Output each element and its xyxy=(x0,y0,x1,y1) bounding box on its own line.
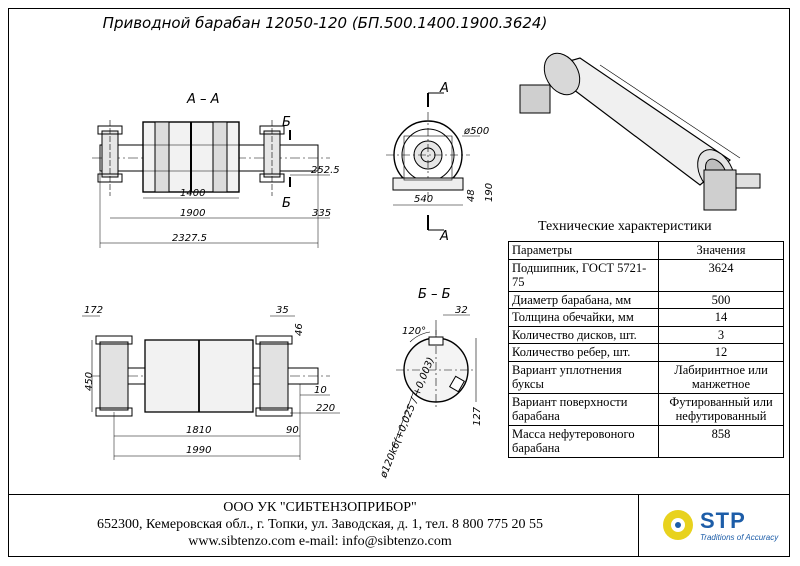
logo-text: STP xyxy=(700,508,746,533)
dim-1810: 1810 xyxy=(186,425,211,436)
section-bb-label: Б – Б xyxy=(418,287,451,302)
dim-190: 190 xyxy=(484,183,495,202)
dim-120-deg: 120° xyxy=(402,326,426,337)
section-aa-view: А – А Б Б 1400 1900 2327.5 335 xyxy=(92,92,340,248)
dim-35: 35 xyxy=(276,305,289,316)
dim-335: 335 xyxy=(312,208,331,219)
specs-table: Параметры Значения Подшипник, ГОСТ 5721-… xyxy=(508,241,784,458)
isometric-view xyxy=(519,52,761,211)
specs-caption: Технические характеристики xyxy=(538,219,712,234)
end-view: А А ø500 540 48 190 xyxy=(386,81,495,244)
spec-value: 12 xyxy=(658,343,784,362)
dim-32: 32 xyxy=(455,305,468,316)
drawing-sheet xyxy=(8,8,790,557)
spec-value: 14 xyxy=(658,308,784,327)
spec-value: 858 xyxy=(658,424,784,458)
company-name: ООО УК "СИБТЕНЗОПРИБОР" xyxy=(223,500,417,515)
spec-value: 500 xyxy=(658,290,784,309)
spec-value: 3 xyxy=(658,325,784,344)
section-a-marker-top: А xyxy=(439,81,449,96)
dim-252: 252.5 xyxy=(311,165,340,176)
spec-value: Лабиринтное или манжетное xyxy=(658,360,784,394)
company-contacts: www.sibtenzo.com e-mail: info@sibtenzo.c… xyxy=(188,534,452,549)
dim-2327: 2327.5 xyxy=(172,233,207,244)
dim-1900: 1900 xyxy=(180,208,205,219)
dim-1990: 1990 xyxy=(186,445,211,456)
footer-divider xyxy=(8,494,790,495)
stp-logo-icon xyxy=(663,510,693,540)
dim-220: 220 xyxy=(316,403,335,414)
section-aa-label: А – А xyxy=(186,92,220,107)
specs-header-value: Значения xyxy=(658,241,784,260)
spec-param: Вариант поверхности барабана xyxy=(508,392,659,426)
specs-header-param: Параметры xyxy=(508,241,659,260)
spec-param: Вариант уплотнения буксы xyxy=(508,360,659,394)
dim-450: 450 xyxy=(84,372,95,391)
spec-param: Диаметр барабана, мм xyxy=(508,290,659,309)
company-address: 652300, Кемеровская обл., г. Топки, ул. … xyxy=(96,517,544,532)
section-b-marker-top: Б xyxy=(282,115,291,130)
spec-param: Количество дисков, шт. xyxy=(508,325,659,344)
dim-540: 540 xyxy=(414,194,433,205)
dim-127: 127 xyxy=(472,406,483,426)
spec-param: Подшипник, ГОСТ 5721-75 xyxy=(508,258,659,292)
spec-param: Толщина обечайки, мм xyxy=(508,308,659,327)
section-bb-view: Б – Б 32 120° 127 ø120k6(+0,025 / +0,003… xyxy=(378,287,483,480)
spec-param: Количество ребер, шт. xyxy=(508,343,659,362)
section-a-marker-bottom: А xyxy=(439,229,449,244)
side-view: 172 35 46 450 10 220 1810 90 1990 xyxy=(82,305,340,460)
section-b-marker-bottom: Б xyxy=(282,196,291,211)
logo-tagline: Traditions of Accuracy xyxy=(700,533,779,542)
dim-1400: 1400 xyxy=(180,188,205,199)
drawing-title: Приводной барабан 12050-120 (БП.500.1400… xyxy=(102,14,548,32)
footer-split xyxy=(638,494,639,557)
dim-10: 10 xyxy=(314,385,327,396)
spec-param: Масса нефутеровоного барабана xyxy=(508,424,659,458)
dim-90: 90 xyxy=(286,425,299,436)
specs-header-row: Параметры Значения xyxy=(508,241,784,260)
dim-172: 172 xyxy=(84,305,103,316)
dim-48: 48 xyxy=(466,189,477,202)
spec-value: 3624 xyxy=(658,258,784,292)
table-row: Количество дисков, шт.3 xyxy=(508,325,784,344)
table-row: Количество ребер, шт.12 xyxy=(508,343,784,362)
company-block: ООО УК "СИБТЕНЗОПРИБОР" 652300, Кемеровс… xyxy=(40,499,600,550)
dim-46: 46 xyxy=(294,323,305,336)
dim-500: ø500 xyxy=(463,126,489,137)
spec-value: Футированный или нефутированный xyxy=(658,392,784,426)
